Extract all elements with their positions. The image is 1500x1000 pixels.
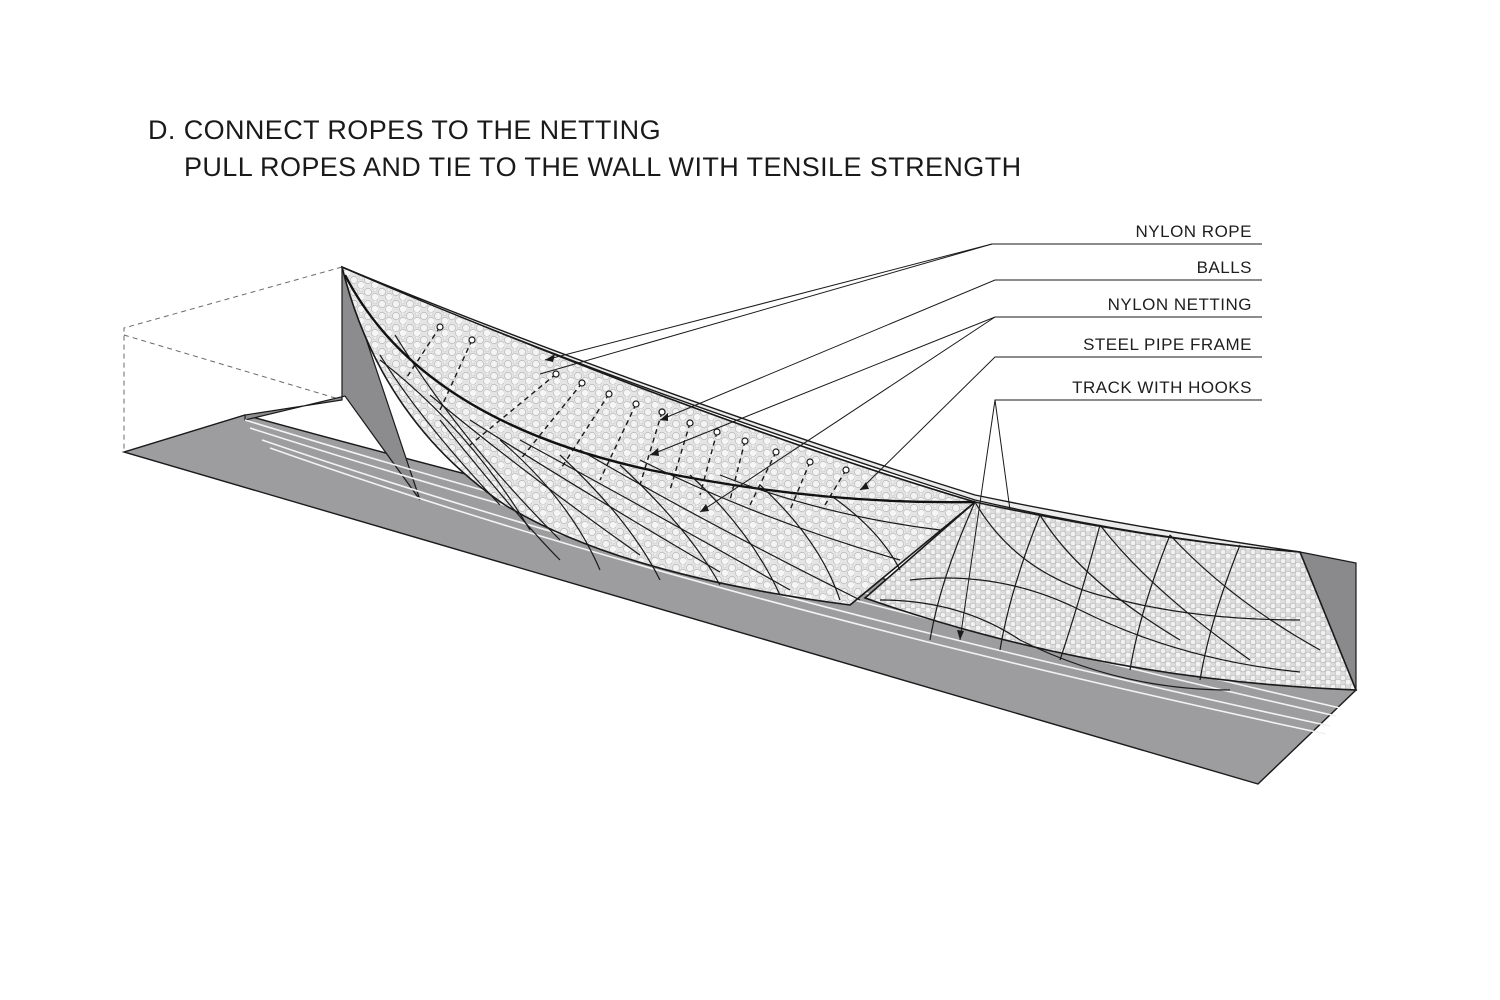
label-balls: BALLS: [1197, 258, 1252, 277]
balls-mass-left: [340, 265, 977, 606]
callout-arrowheads: [545, 354, 964, 640]
title-line-2: PULL ROPES AND TIE TO THE WALL WITH TENS…: [184, 152, 1022, 182]
label-track-with-hooks: TRACK WITH HOOKS: [1072, 378, 1252, 397]
callout-leader-lines: [539, 243, 1262, 641]
title-line-1: D. CONNECT ROPES TO THE NETTING: [148, 115, 661, 145]
label-nylon-netting: NYLON NETTING: [1108, 295, 1252, 314]
nylon-ropes-dashed: [404, 326, 847, 511]
callout-labels: NYLON ROPE BALLS NYLON NETTING STEEL PIP…: [1072, 222, 1252, 397]
steel-pipe-frame: [343, 274, 976, 504]
nylon-netting-left: [379, 334, 941, 601]
label-steel-pipe-frame: STEEL PIPE FRAME: [1083, 335, 1252, 354]
label-nylon-rope: NYLON ROPE: [1136, 222, 1252, 241]
balls-top-surface: [341, 266, 1301, 553]
rope-anchors: [436, 323, 850, 474]
balls-mass-right: [863, 501, 1358, 691]
diagram-title: D. CONNECT ROPES TO THE NETTING PULL ROP…: [148, 112, 1021, 186]
